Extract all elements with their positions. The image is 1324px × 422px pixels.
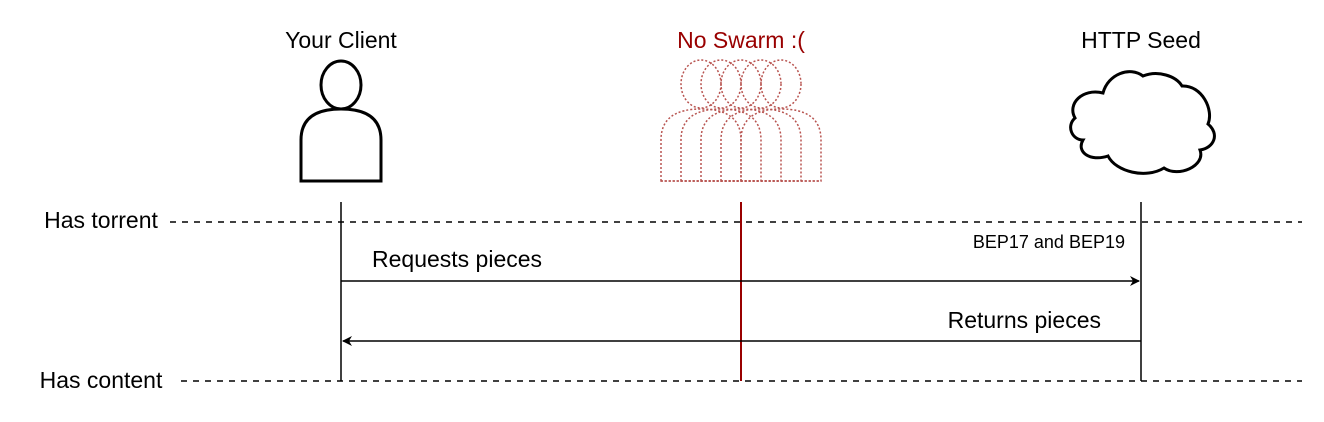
swarm-label: No Swarm :( bbox=[677, 27, 805, 53]
request-label: Requests pieces bbox=[372, 246, 542, 272]
has-torrent-label: Has torrent bbox=[44, 207, 158, 233]
client-label: Your Client bbox=[285, 27, 397, 53]
person-icon bbox=[299, 59, 383, 183]
cloud-icon bbox=[1069, 70, 1216, 175]
spec-note-label: BEP17 and BEP19 bbox=[973, 232, 1125, 252]
response-label: Returns pieces bbox=[948, 307, 1101, 333]
crowd-icon bbox=[660, 59, 822, 182]
has-content-label: Has content bbox=[40, 367, 163, 393]
seed-label: HTTP Seed bbox=[1081, 27, 1201, 53]
